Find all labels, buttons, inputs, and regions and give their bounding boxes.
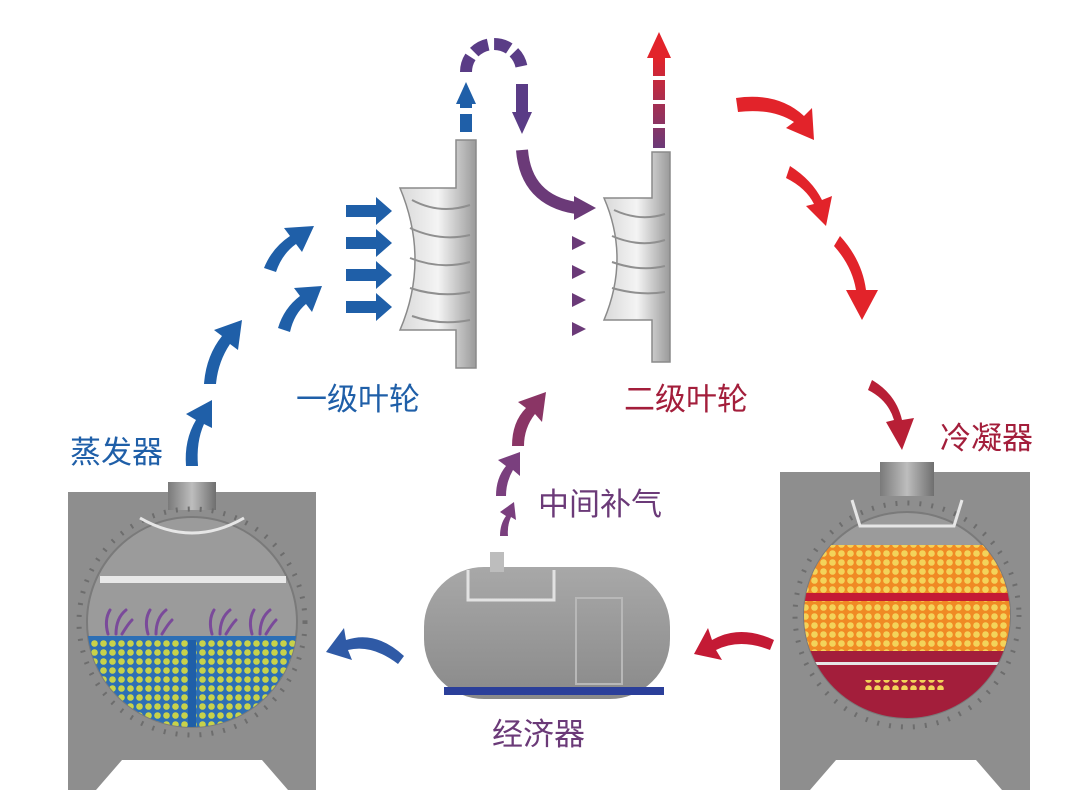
stage1-impeller-label: 一级叶轮 [296,382,420,418]
crossover-arrow-icon [456,38,596,220]
evaporator-label: 蒸发器 [70,435,163,471]
intermediate-injection-label: 中间补气 [538,487,662,523]
evaporator-to-impeller-arrows-icon [185,226,322,466]
boiling-bubbles-icon [104,608,278,636]
economizer-to-evaporator-arrow-icon [326,628,404,664]
evaporator-vessel [68,482,316,790]
stage1-impeller [398,139,477,369]
stage2-inlet-arrows-icon [572,236,586,336]
condenser-vessel [780,462,1030,790]
intermediate-injection-arrows-icon [496,392,546,536]
economizer-tank [424,552,670,699]
discharge-arrow-icon [647,32,671,148]
stage2-impeller [602,151,671,363]
condenser-to-economizer-arrow-icon [694,628,774,660]
inlet-arrows-icon [346,197,392,321]
discharge-to-condenser-arrows-icon [736,96,914,450]
condenser-label: 冷凝器 [940,421,1033,457]
stage2-impeller-label: 二级叶轮 [624,382,748,418]
economizer-label: 经济器 [492,717,585,753]
